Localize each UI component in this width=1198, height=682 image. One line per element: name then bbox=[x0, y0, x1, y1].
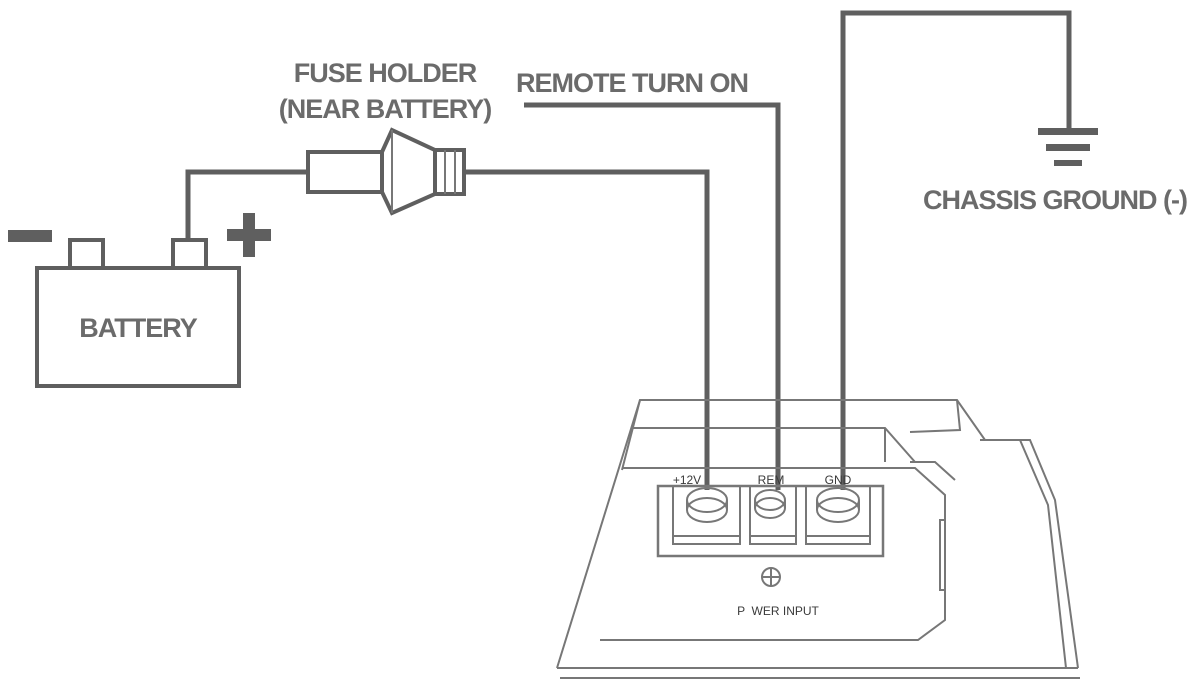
terminal-rem-label: REM bbox=[758, 473, 785, 487]
fuse-holder bbox=[306, 127, 466, 216]
remote-wire bbox=[524, 102, 781, 490]
remote-turn-on-label: REMOTE TURN ON bbox=[516, 68, 748, 98]
ground-wire bbox=[840, 10, 1072, 490]
fuse-holder-label: FUSE HOLDER bbox=[294, 58, 477, 88]
fuse-to-12v-wire bbox=[464, 169, 710, 490]
screw-gnd-icon bbox=[816, 487, 860, 523]
power-logo-icon bbox=[761, 567, 781, 587]
near-battery-label: (NEAR BATTERY) bbox=[279, 94, 491, 124]
battery: BATTERY bbox=[8, 213, 271, 388]
amplifier: +12V REM GND P WER INPUT bbox=[556, 399, 1080, 679]
power-input-label: P WER INPUT bbox=[737, 604, 819, 618]
chassis-ground-label: CHASSIS GROUND (-) bbox=[923, 185, 1187, 215]
screw-12v-icon bbox=[686, 487, 728, 523]
minus-sign-icon bbox=[8, 230, 52, 242]
ground-symbol-icon bbox=[1038, 128, 1098, 166]
battery-label: BATTERY bbox=[79, 313, 197, 343]
terminal-gnd-label: GND bbox=[825, 473, 852, 487]
battery-body bbox=[35, 266, 241, 388]
plus-sign-icon bbox=[227, 213, 271, 257]
battery-negative-terminal bbox=[68, 238, 105, 270]
screw-rem-icon bbox=[754, 489, 786, 519]
battery-positive-terminal bbox=[171, 238, 208, 270]
terminal-12v-label: +12V bbox=[673, 473, 701, 487]
battery-to-fuse-wire bbox=[185, 169, 308, 240]
